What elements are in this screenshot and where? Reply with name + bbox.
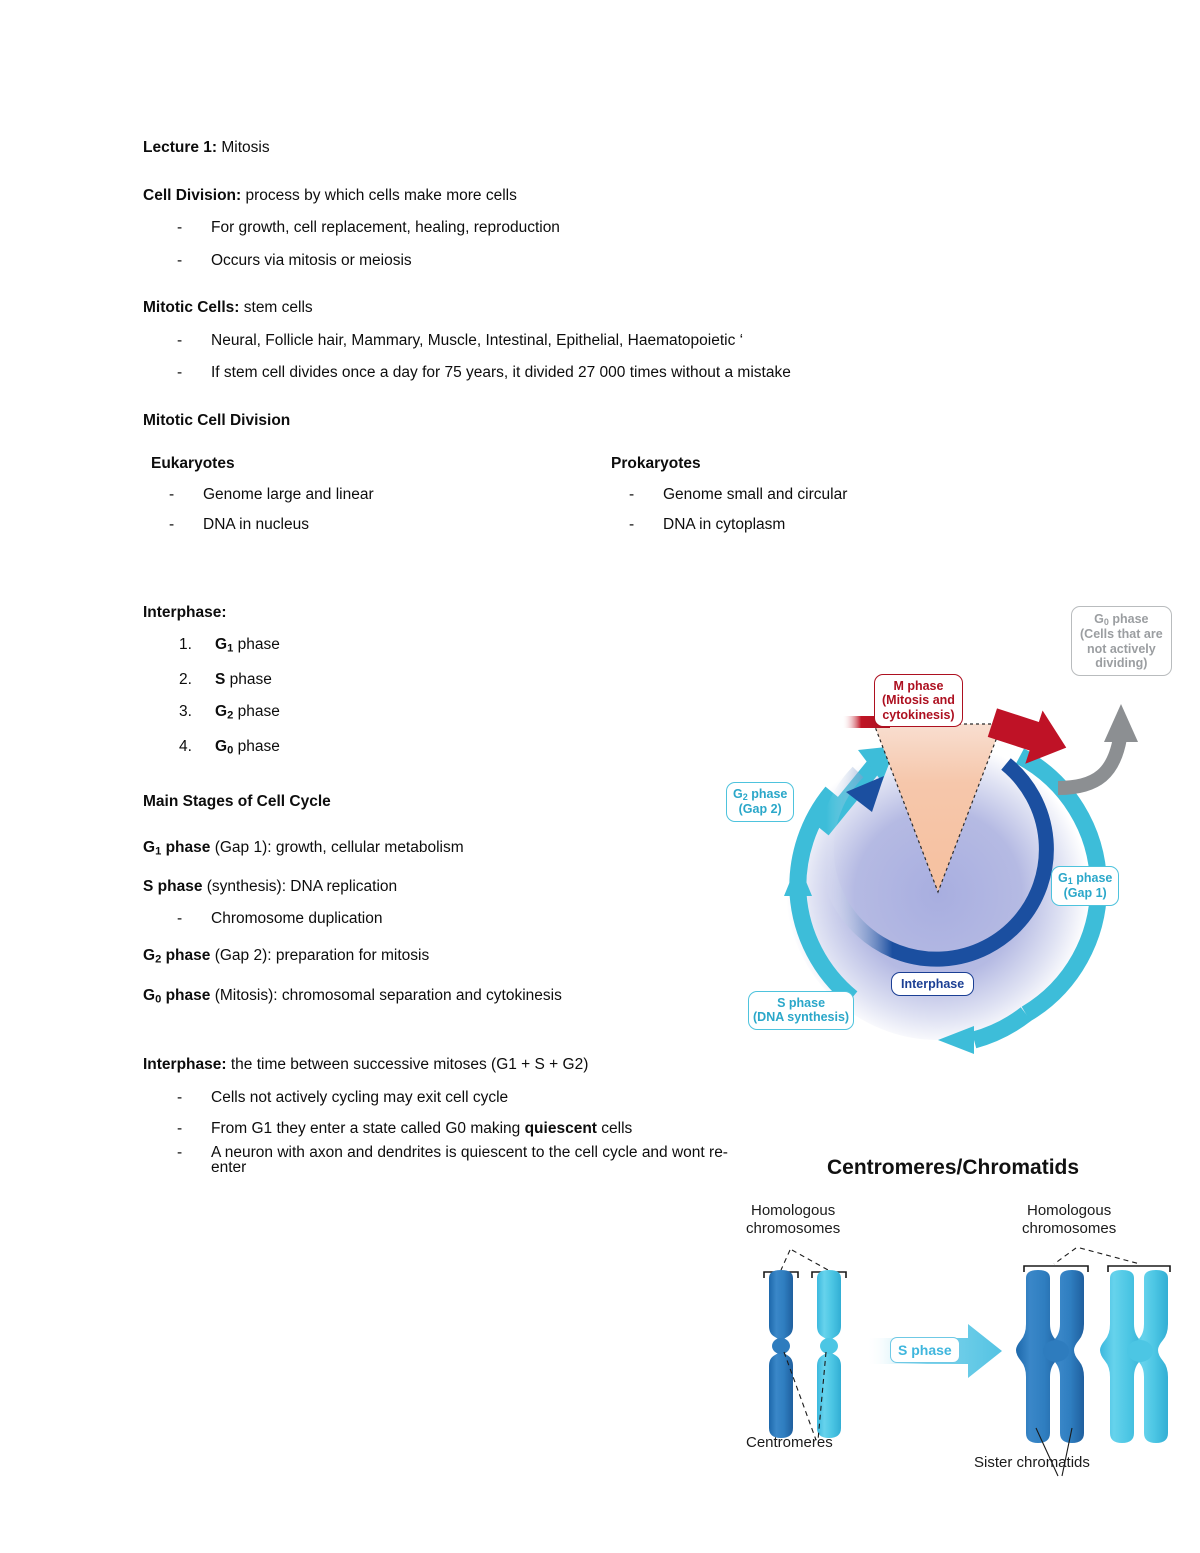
heading-bold: Cell Division: — [143, 186, 242, 204]
interphase-definition-bullets: Cells not actively cycling may exit cell… — [143, 1089, 743, 1176]
list-item: Cells not actively cycling may exit cell… — [143, 1089, 743, 1106]
cell-cycle-diagram: G0 phase (Cells that are not actively di… — [706, 596, 1200, 1076]
right-chromosome-pair — [1016, 1247, 1171, 1477]
list-item: A neuron with axon and dendrites is quie… — [143, 1145, 731, 1176]
spacer — [143, 1021, 743, 1057]
main-stage-g0: G0 phase (Mitosis): chromosomal separati… — [143, 987, 562, 1006]
outer-cyan-arc-left — [784, 786, 858, 1005]
list-item: Neural, Follicle hair, Mammary, Muscle, … — [143, 332, 743, 349]
left-chromosome-pair — [763, 1249, 847, 1441]
eukaryotes-bullets: Genome large and linear DNA in nucleus — [143, 486, 603, 533]
label-g1-phase: G1 phase (Gap 1) — [1051, 866, 1120, 906]
list-item: G2 phase — [179, 703, 280, 722]
spacer — [143, 810, 743, 840]
list-item: G1 phase — [179, 636, 280, 655]
spacer — [143, 533, 743, 605]
section-heading-cell-division: Cell Division: process by which cells ma… — [143, 186, 743, 204]
page-title-bold: Lecture 1: — [143, 139, 218, 156]
eukaryotes-header: Eukaryotes — [151, 455, 235, 472]
centromeres-chromatids-diagram: Centromeres/Chromatids — [706, 1146, 1200, 1506]
section-heading-mitotic-cells: Mitotic Cells: stem cells — [143, 300, 743, 316]
heading-bold: Interphase: — [143, 1056, 227, 1074]
main-stages-heading: Main Stages of Cell Cycle — [143, 793, 331, 811]
label-g0-phase: G0 phase (Cells that are not actively di… — [1071, 606, 1172, 677]
inner-navy-interphase-ring — [818, 758, 1054, 967]
document-body: Lecture 1: Mitosis Cell Division: proces… — [143, 140, 847, 1176]
prokaryotes-column: Prokaryotes Genome small and circular DN… — [603, 456, 963, 533]
duplicated-chromosome-light — [1100, 1270, 1168, 1443]
label-homologous-chromosomes-left: Homologous chromosomes — [746, 1202, 841, 1238]
list-item: Genome small and circular — [603, 486, 963, 503]
centromeres-svg — [763, 1247, 1171, 1477]
m-phase-wedge — [873, 723, 1003, 894]
list-item: From G1 they enter a state called G0 mak… — [143, 1121, 718, 1137]
eukaryote-prokaryote-comparison: Eukaryotes Genome large and linear DNA i… — [143, 456, 963, 533]
duplicated-chromosome-dark — [1016, 1270, 1084, 1443]
label-s-phase-arrow: S phase — [890, 1337, 960, 1363]
page-title-rest: Mitosis — [217, 139, 270, 156]
main-stage-g1: G1 phase (Gap 1): growth, cellular metab… — [143, 838, 464, 858]
heading-rest: the time between successive mitoses (G1 … — [226, 1056, 589, 1074]
label-sister-chromatids: Sister chromatids — [974, 1454, 1090, 1471]
centromere-light — [820, 1338, 838, 1354]
list-item: For growth, cell replacement, healing, r… — [143, 220, 743, 236]
g0-gray-arrow — [1057, 704, 1138, 795]
spacer — [143, 756, 743, 794]
main-stage-g2: G2 phase (Gap 2): preparation for mitosi… — [143, 947, 430, 966]
spacer — [143, 381, 743, 413]
list-item: Occurs via mitosis or meiosis — [143, 252, 743, 269]
label-centromeres: Centromeres — [746, 1434, 833, 1451]
list-item: Chromosome duplication — [143, 911, 743, 927]
interphase-definition-heading: Interphase: the time between successive … — [143, 1057, 743, 1073]
page-title: Lecture 1: Mitosis — [143, 140, 743, 156]
prokaryotes-header: Prokaryotes — [611, 455, 701, 472]
label-m-phase: M phase (Mitosis and cytokinesis) — [874, 674, 963, 728]
list-item: DNA in nucleus — [143, 517, 603, 533]
list-item: DNA in cytoplasm — [603, 517, 963, 533]
prokaryotes-bullets: Genome small and circular DNA in cytopla… — [603, 486, 963, 533]
heading-rest: process by which cells make more cells — [241, 186, 517, 204]
centromere-dark — [772, 1338, 790, 1354]
list-item: S phase — [179, 670, 272, 688]
main-stages-sub-bullet: Chromosome duplication — [143, 911, 743, 927]
label-interphase: Interphase — [891, 972, 975, 997]
list-item: G0 phase — [179, 737, 280, 757]
main-stage-s: S phase (synthesis): DNA replication — [143, 878, 398, 896]
spacer — [143, 156, 743, 188]
mitotic-cells-bullets: Neural, Follicle hair, Mammary, Muscle, … — [143, 332, 791, 381]
spacer — [143, 268, 743, 300]
label-homologous-chromosomes-right: Homologous chromosomes — [1022, 1202, 1117, 1238]
label-s-phase: S phase (DNA synthesis) — [748, 991, 855, 1030]
centromeres-diagram-title: Centromeres/Chromatids — [826, 1156, 1080, 1179]
heading-rest: stem cells — [239, 299, 313, 316]
eukaryotes-column: Eukaryotes Genome large and linear DNA i… — [143, 456, 603, 533]
label-g2-phase: G2 phase (Gap 2) — [726, 782, 795, 822]
interphase-list-heading: Interphase: — [143, 603, 227, 621]
heading-bold: Mitotic Cells: — [143, 299, 240, 316]
list-item: Genome large and linear — [143, 486, 603, 503]
interphase-numbered-list: G1 phase S phase G2 phase G0 phase — [143, 637, 743, 756]
section-heading-mitotic-cell-division: Mitotic Cell Division — [143, 411, 291, 429]
cell-division-bullets: For growth, cell replacement, healing, r… — [143, 220, 743, 268]
list-item: If stem cell divides once a day for 75 y… — [143, 365, 791, 381]
